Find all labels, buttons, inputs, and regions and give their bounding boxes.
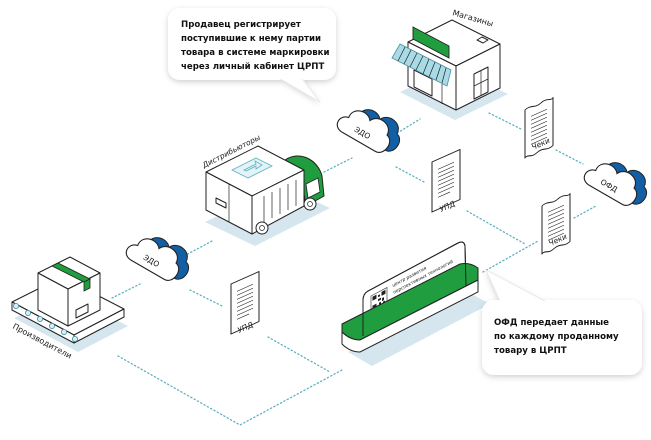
document-icon — [431, 148, 461, 213]
connector-edo-upd-lower — [189, 289, 223, 307]
conveyor-rollers — [12, 302, 79, 342]
receipts-upper — [524, 96, 554, 159]
truck-wheel — [303, 197, 317, 211]
connector-lines — [111, 112, 597, 426]
conveyor-box-icon: Производители — [11, 256, 128, 361]
connector-edo-store — [393, 118, 421, 136]
connector-edo-distributor — [183, 240, 213, 257]
truck-wheel — [255, 221, 269, 235]
edo-lower-cloud: ЭДО — [125, 237, 190, 281]
edo-upper-cloud: ЭДО — [336, 109, 401, 153]
store-awning — [391, 43, 452, 87]
store-icon: Магазины — [391, 8, 508, 120]
upd-upper-document — [431, 148, 461, 213]
connector-stand-receipts — [482, 240, 539, 273]
connector-upd-lower-stand — [267, 336, 331, 373]
connector-receipts-ofd — [555, 149, 584, 165]
connector-store-receipts — [488, 112, 522, 130]
seller-speech-bubble: Продавец регистрирует поступившие к нему… — [168, 8, 336, 103]
receipts-lower — [541, 192, 571, 255]
seller-bubble-text: Продавец регистрирует поступившие к нему… — [181, 20, 333, 72]
ofd-bubble-text: ОФД передает данные по каждому проданном… — [494, 318, 622, 356]
document-icon — [230, 270, 260, 335]
crpt-stand: центр развития перспективных технологий — [341, 241, 490, 366]
receipt-icon — [541, 192, 571, 255]
receipt-icon — [524, 96, 554, 159]
connector-upd-upper-junction — [466, 210, 526, 245]
ofd-speech-bubble: ОФД передает данные по каждому проданном… — [482, 269, 642, 375]
connector-receipts-lower-ofd — [573, 205, 597, 219]
connector-edo-upd-upper — [395, 166, 427, 184]
connector-distributor-edo — [323, 157, 353, 173]
upd-lower-document — [230, 270, 260, 335]
truck-icon: Дистрибьюторы — [200, 133, 330, 246]
ofd-cloud: ОФД — [583, 162, 648, 206]
connector-producer-stand — [117, 355, 343, 426]
connector-producer-edo — [111, 283, 141, 299]
